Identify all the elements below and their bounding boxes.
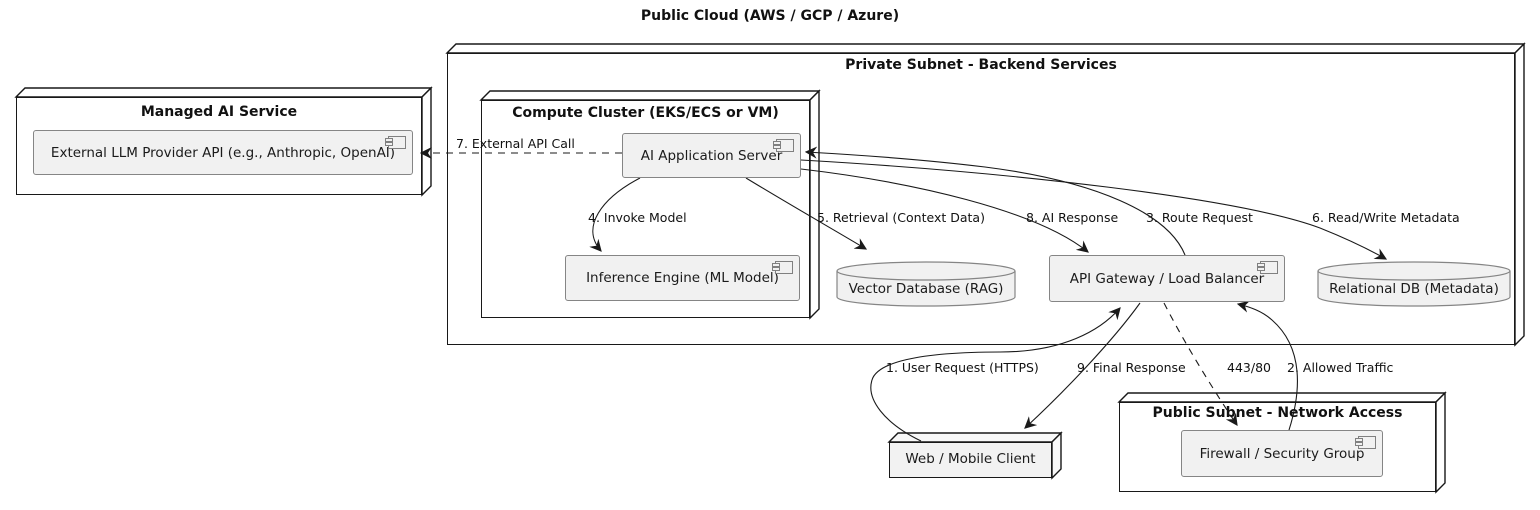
component-label: Inference Engine (ML Model)	[586, 270, 779, 286]
edge-label-invoke-model: 4. Invoke Model	[588, 210, 687, 225]
edge-label-retrieval: 5. Retrieval (Context Data)	[817, 210, 985, 225]
component-icon	[385, 136, 406, 149]
managed-ai-service-title: Managed AI Service	[140, 104, 298, 120]
edge-label-read-write-metadata: 6. Read/Write Metadata	[1312, 210, 1460, 225]
component-label: API Gateway / Load Balancer	[1069, 270, 1265, 287]
relational-db-label: Relational DB (Metadata)	[1329, 281, 1499, 297]
private-subnet-title: Private Subnet - Backend Services	[845, 57, 1117, 73]
edge-label-user-request: 1. User Request (HTTPS)	[886, 360, 1039, 375]
node-web-mobile-client	[889, 442, 1052, 478]
edge-label-external-api-call: 7. External API Call	[456, 136, 575, 151]
component-label: AI Application Server	[640, 147, 783, 164]
web-mobile-client-label: Web / Mobile Client	[905, 451, 1036, 467]
component-label: External LLM Provider API (e.g., Anthrop…	[50, 144, 396, 161]
component-external-llm-provider: External LLM Provider API (e.g., Anthrop…	[33, 130, 413, 175]
compute-cluster-title: Compute Cluster (EKS/ECS or VM)	[512, 105, 779, 121]
component-ai-application-server: AI Application Server	[622, 133, 801, 178]
component-icon	[1355, 436, 1376, 449]
component-label: Firewall / Security Group	[1199, 445, 1365, 462]
edge-label-final-response: 9. Final Response	[1077, 360, 1186, 375]
diagram-title: Public Cloud (AWS / GCP / Azure)	[640, 8, 900, 24]
component-icon	[773, 139, 794, 152]
component-api-gateway: API Gateway / Load Balancer	[1049, 255, 1285, 302]
edge-label-port: 443/80	[1227, 360, 1271, 375]
edge-label-route-request: 3. Route Request	[1146, 210, 1253, 225]
public-subnet-title: Public Subnet - Network Access	[1152, 405, 1403, 421]
component-icon	[1257, 261, 1278, 274]
component-icon	[772, 261, 793, 274]
component-inference-engine: Inference Engine (ML Model)	[565, 255, 800, 301]
edge-label-ai-response: 8. AI Response	[1026, 210, 1119, 225]
component-firewall: Firewall / Security Group	[1181, 430, 1383, 477]
vector-db-label: Vector Database (RAG)	[848, 281, 1004, 297]
edge-label-allowed-traffic: 2. Allowed Traffic	[1287, 360, 1394, 375]
